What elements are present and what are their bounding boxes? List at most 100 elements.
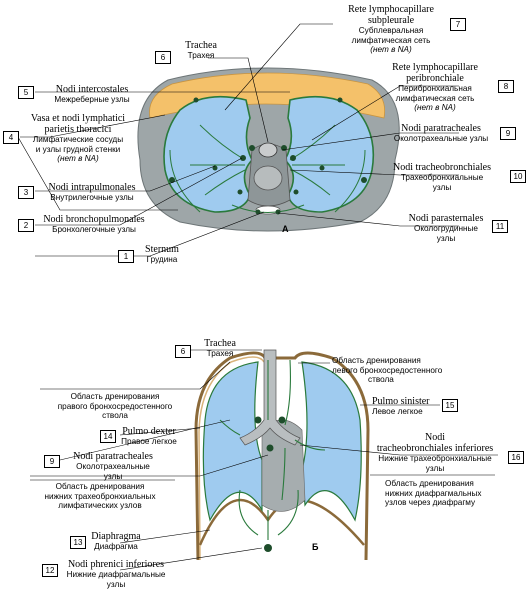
number-badge: 14 (100, 430, 116, 443)
label-ru: Область дренирования (55, 482, 145, 491)
number-badge: 6 (175, 345, 191, 358)
label-ru: лимфатическая сеть (351, 35, 431, 45)
label-ru: Лимфатические сосуды (32, 135, 124, 144)
label-trachea-b: Trachea Трахея (185, 338, 255, 359)
label-ru: Окологрудинные (414, 224, 478, 233)
label-ru: узлы (436, 233, 456, 243)
label-ru: лимфатических узлов (58, 501, 142, 510)
label-ru: Диафрагма (94, 542, 138, 551)
label-ru: Субплевральная (358, 26, 424, 35)
label-ru: Область дренирования (70, 392, 160, 401)
label-ru: левого бронхосредостенного (332, 365, 443, 375)
label-ru: нижних диафрагмальных (385, 488, 482, 498)
label-ru: (нет в NA) (370, 45, 412, 54)
label-lat: Sternum (145, 244, 179, 255)
label-lat: Nodi paratracheales (401, 123, 481, 134)
label-lat: Nodi parasternales (408, 213, 484, 224)
leader-lines-b (30, 349, 498, 571)
label-vasa-nodi-parietis: Vasa et nodi lymphatici parietis thoraci… (18, 113, 138, 164)
label-nodi-bronchopulmonales: Nodi bronchopulmonales Бронхолегочные уз… (30, 214, 158, 235)
label-ru: Грудина (146, 255, 178, 264)
label-nodi-intercostales: Nodi intercostales Межреберные узлы (32, 84, 152, 105)
label-sternum: Sternum Грудина (132, 244, 192, 265)
label-nodi-paratracheales-a: Nodi paratracheales Околотрахеальные узл… (385, 123, 497, 144)
label-rete-peribronchiale: Rete lymphocapillare peribronchiale Пери… (380, 62, 490, 113)
label-lat: peribronchiale (406, 73, 464, 84)
label-lat: Pulmo dexter (122, 426, 176, 437)
number-badge: 9 (500, 127, 516, 140)
label-ru: ствола (102, 411, 128, 420)
lung-right-a (163, 95, 253, 213)
label-lat: parietis thoracici (44, 124, 112, 135)
label-ru: Нижние диафрагмальные (66, 570, 166, 579)
frontal-view-b (194, 349, 370, 561)
number-badge: 1 (118, 250, 134, 263)
label-lat: tracheobronchiales inferiores (376, 443, 494, 454)
label-nodi-paratracheales-b: Nodi paratracheales Околотрахеальные узл… (58, 451, 168, 481)
label-ru: Нижние трахеобронхиальные (378, 454, 492, 463)
label-ru: и узлы грудной стенки (35, 144, 121, 154)
label-lat: Nodi bronchopulmonales (43, 214, 145, 225)
label-lat: Nodi intercostales (55, 84, 129, 95)
label-pulmo-dexter: Pulmo dexter Правое легкое (114, 426, 184, 447)
number-badge: 13 (70, 536, 86, 549)
label-ru: Область дренирования (385, 479, 474, 488)
label-ru: Межреберные узлы (54, 95, 130, 104)
label-lat: Rete lymphocapillare (392, 62, 478, 73)
label-ru: нижних трахеобронхиальных (44, 491, 156, 501)
label-ru: Левое легкое (372, 407, 423, 416)
label-ru: правого бронхосредостенного (57, 401, 173, 411)
number-badge: 11 (492, 220, 508, 233)
label-ru: узлы (106, 579, 126, 589)
label-drain-right: Область дренирования правого бронхосредо… (40, 392, 190, 421)
label-ru: Правое легкое (121, 437, 177, 446)
label-lat: Rete lymphocapillare (348, 4, 434, 15)
number-badge: 7 (450, 18, 466, 31)
cross-section-a (137, 67, 400, 232)
label-drain-left: Область дренирования левого бронхосредос… (332, 356, 492, 385)
label-pulmo-sinister: Pulmo sinister Левое легкое (372, 396, 452, 417)
label-ru: Околотрахеальные узлы (393, 134, 489, 143)
label-ru: ствола (368, 375, 394, 384)
leader-lines-a (17, 23, 459, 257)
label-ru: (нет в NA) (414, 103, 456, 112)
number-badge: 3 (18, 186, 34, 199)
label-trachea-a: Trachea Трахея (161, 40, 241, 61)
label-ru: лимфатическая сеть (395, 93, 475, 103)
number-badge: 12 (42, 564, 58, 577)
panel-label-b: Б (312, 542, 319, 552)
label-ru: узлы (103, 471, 123, 481)
number-badge: 2 (18, 219, 34, 232)
label-lat: Nodi (425, 432, 445, 443)
number-badge: 8 (498, 80, 514, 93)
label-ru: Область дренирования (332, 356, 421, 365)
label-nodi-parasternales: Nodi parasternales Окологрудинные узлы (396, 213, 496, 243)
label-ru: Внутрилегочные узлы (50, 193, 134, 202)
label-nodi-phrenici-inf: Nodi phrenici inferiores Нижние диафрагм… (56, 559, 176, 589)
label-lat: Nodi intrapulmonales (48, 182, 136, 193)
label-nodi-tracheobronchiales-inf: Nodi tracheobronchiales inferiores Нижни… (370, 432, 500, 473)
label-ru: Околотрахеальные (76, 462, 150, 471)
number-badge: 9 (44, 455, 60, 468)
label-nodi-tracheobronchiales: Nodi tracheobronchiales Трахеобронхиальн… (382, 162, 502, 192)
label-ru: узлы (432, 182, 452, 192)
label-ru: Трахеобронхиальные (400, 173, 484, 182)
label-ru: Трахея (187, 51, 215, 60)
label-ru: Трахея (206, 349, 234, 358)
label-lat: Pulmo sinister (372, 396, 430, 407)
label-ru: узлов через диафрагму (385, 498, 476, 507)
lung-left-b (301, 361, 362, 522)
number-badge: 10 (510, 170, 526, 183)
label-ru: (нет в NA) (57, 154, 99, 163)
number-badge: 16 (508, 451, 524, 464)
label-lat: Nodi paratracheales (73, 451, 153, 462)
label-diaphragma: Diaphragma Диафрагма (86, 531, 146, 552)
panel-label-a: A (282, 224, 289, 234)
lung-right-b (202, 361, 263, 522)
label-ru: Перибронхиальная (398, 84, 472, 93)
label-rete-subpleurale: Rete lymphocapillare subpleurale Субплев… (336, 4, 446, 55)
label-ru: Бронхолегочные узлы (52, 225, 136, 234)
label-lat: Diaphragma (91, 531, 141, 542)
